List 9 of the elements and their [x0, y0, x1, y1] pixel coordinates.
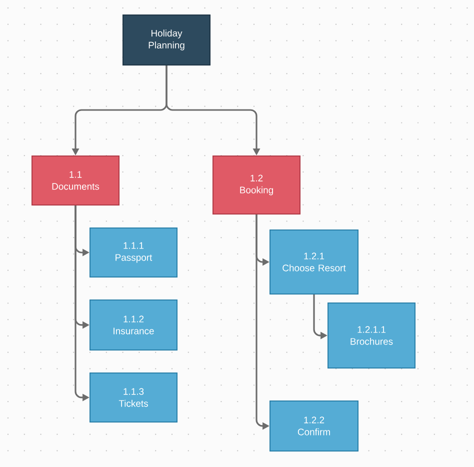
task-box: 1.2.1 Choose Resort [270, 229, 358, 294]
task-box: 1.1.2 Insurance [90, 299, 178, 350]
task-box: 1.2.1.1 Brochures [328, 302, 416, 368]
task-box: 1.2.2 Confirm [270, 400, 358, 452]
root-box: Holiday Planning [122, 14, 210, 66]
branch-box: 1.1 Documents [32, 155, 120, 206]
task-box: 1.1.1 Passport [90, 227, 178, 278]
task-box: 1.1.3 Tickets [90, 372, 178, 422]
branch-box: 1.2 Booking [212, 155, 300, 214]
